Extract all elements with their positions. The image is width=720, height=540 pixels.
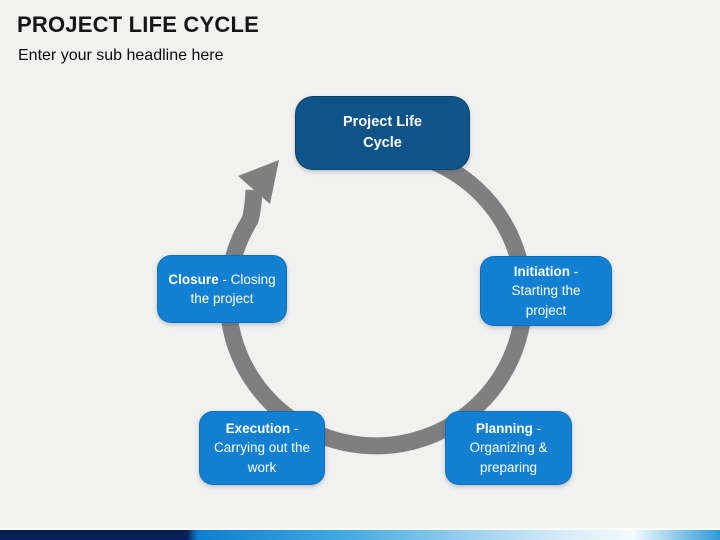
node-execution[interactable]: Execution - Carrying out the work <box>199 411 325 485</box>
slide-subtitle: Enter your sub headline here <box>18 47 224 64</box>
node-planning-label: Planning - Organizing & preparing <box>459 419 559 476</box>
node-execution-title: Execution <box>225 421 291 437</box>
node-planning-title: Planning <box>475 421 533 437</box>
cycle-arrowhead-icon <box>238 160 279 204</box>
node-closure[interactable]: Closure - Closing the project <box>157 255 287 323</box>
slide-title: PROJECT LIFE CYCLE <box>17 12 259 37</box>
footer-gradient-bar <box>0 530 720 540</box>
node-closure-desc: - Closing the project <box>190 271 276 306</box>
node-project-life-cycle[interactable]: Project Life Cycle <box>295 96 470 170</box>
node-closure-title: Closure <box>168 271 219 287</box>
node-initiation-title: Initiation <box>513 264 570 280</box>
node-initiation-desc: - Starting the project <box>511 264 581 318</box>
node-planning[interactable]: Planning - Organizing & preparing <box>445 411 572 485</box>
footer-divider <box>0 528 720 530</box>
cycle-ring-arc <box>219 151 533 455</box>
node-execution-desc: - Carrying out the work <box>213 421 311 475</box>
node-initiation[interactable]: Initiation - Starting the project <box>480 256 612 326</box>
node-planning-desc: - Organizing & preparing <box>469 421 548 475</box>
node-execution-label: Execution - Carrying out the work <box>212 419 312 476</box>
node-closure-label: Closure - Closing the project <box>165 270 279 308</box>
node-initiation-label: Initiation - Starting the project <box>496 262 596 319</box>
node-project-life-cycle-label: Project Life Cycle <box>343 113 422 151</box>
